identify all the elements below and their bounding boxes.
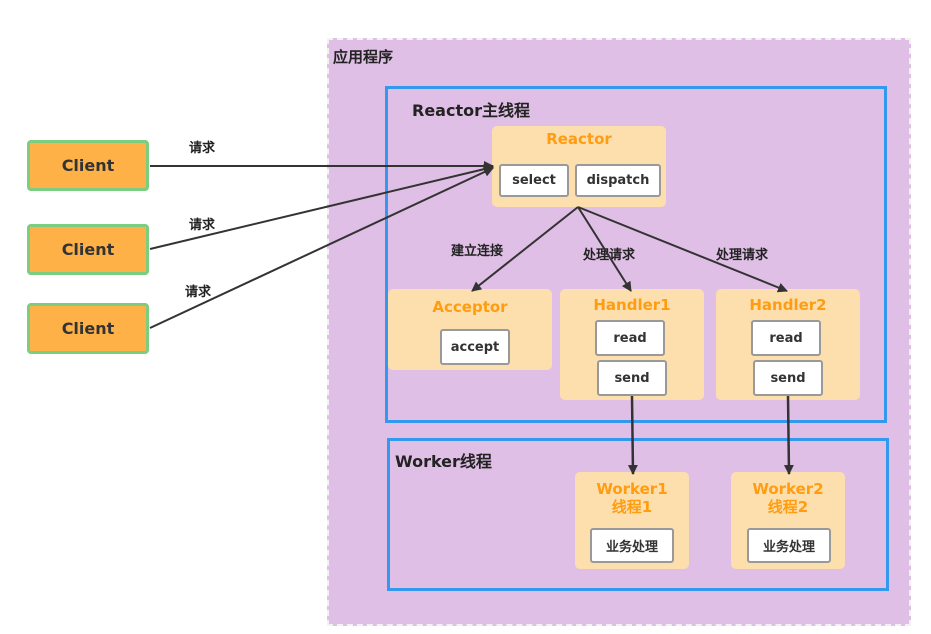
select-op[interactable]: select: [499, 164, 569, 197]
worker1-business-op[interactable]: 业务处理: [590, 528, 674, 563]
edge-label-connect: 建立连接: [451, 244, 504, 259]
arrow-dispatch-to-acceptor: [471, 206, 579, 292]
handler2-component[interactable]: Handler2 read send: [716, 289, 860, 400]
client-node-3[interactable]: Client: [27, 303, 149, 354]
arrow-dispatch-to-handler2: [577, 206, 788, 293]
arrow-client2-to-reactor: [149, 164, 494, 250]
worker2-component[interactable]: Worker2 线程2 业务处理: [731, 472, 845, 569]
worker1-component[interactable]: Worker1 线程1 业务处理: [575, 472, 689, 569]
handler2-send-op[interactable]: send: [753, 360, 823, 396]
arrow-handler2-to-worker2: [783, 395, 794, 475]
arrow-dispatch-to-handler1: [577, 206, 632, 292]
worker-thread-group: [387, 438, 889, 591]
reactor-component[interactable]: Reactor select dispatch: [492, 126, 666, 207]
accept-op[interactable]: accept: [440, 329, 510, 365]
request-label-1: 请求: [189, 141, 216, 156]
dispatch-op[interactable]: dispatch: [575, 164, 661, 197]
client-label: Client: [61, 156, 115, 175]
handler1-component[interactable]: Handler1 read send: [560, 289, 704, 400]
worker2-title-line1: Worker2: [752, 480, 824, 498]
handler2-read-op[interactable]: read: [751, 320, 821, 356]
acceptor-component[interactable]: Acceptor accept: [388, 289, 552, 370]
client-label: Client: [61, 319, 115, 338]
handler1-send-op[interactable]: send: [597, 360, 667, 396]
worker2-title-line2: 线程2: [767, 498, 809, 516]
handler1-title: Handler1: [593, 296, 671, 314]
acceptor-title: Acceptor: [432, 298, 508, 316]
handler2-title: Handler2: [749, 296, 827, 314]
worker-thread-title: Worker线程: [395, 452, 492, 471]
worker2-business-op[interactable]: 业务处理: [747, 528, 831, 563]
worker1-title-line2: 线程1: [611, 498, 653, 516]
client-node-2[interactable]: Client: [27, 224, 149, 275]
request-label-3: 请求: [185, 285, 212, 300]
arrow-handler1-to-worker1: [627, 395, 638, 475]
worker1-title-line1: Worker1: [596, 480, 668, 498]
handler1-read-op[interactable]: read: [595, 320, 665, 356]
client-node-1[interactable]: Client: [27, 140, 149, 191]
reactor-title: Reactor: [546, 130, 612, 148]
application-title: 应用程序: [333, 48, 394, 66]
client-label: Client: [61, 240, 115, 259]
reactor-thread-title: Reactor主线程: [412, 101, 530, 120]
edge-label-handle2: 处理请求: [716, 248, 769, 263]
arrow-client3-to-reactor: [149, 167, 494, 329]
reactor-thread-group: [385, 86, 887, 423]
request-label-2: 请求: [189, 218, 216, 233]
